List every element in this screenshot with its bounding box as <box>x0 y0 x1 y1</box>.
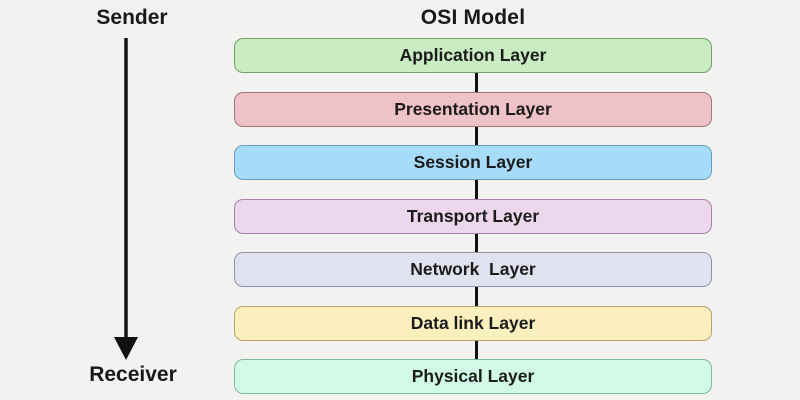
layer-label: Physical Layer <box>411 366 535 386</box>
layer-box-session-layer: Session Layer <box>234 145 712 180</box>
layer-label: Application Layer <box>399 45 547 65</box>
layer-label: Data link Layer <box>410 312 536 333</box>
diagram-title: OSI Model <box>420 6 526 29</box>
sender-label: Sender <box>96 6 168 29</box>
layer-label: Network Layer <box>410 259 536 279</box>
layer-box-application-layer: Application Layer <box>234 38 712 73</box>
layer-box-transport-layer: Transport Layer <box>234 198 712 234</box>
layer-box-data-link-layer: Data link Layer <box>234 305 712 341</box>
sender-to-receiver-arrow-icon <box>114 38 138 360</box>
layer-box-network-layer: Network Layer <box>234 252 712 287</box>
layer-label: Transport Layer <box>406 205 540 226</box>
layer-box-presentation-layer: Presentation Layer <box>234 91 712 127</box>
layer-label: Presentation Layer <box>394 98 552 119</box>
receiver-label: Receiver <box>89 363 177 386</box>
layer-label: Session Layer <box>413 152 533 172</box>
layer-box-physical-layer: Physical Layer <box>234 359 712 394</box>
